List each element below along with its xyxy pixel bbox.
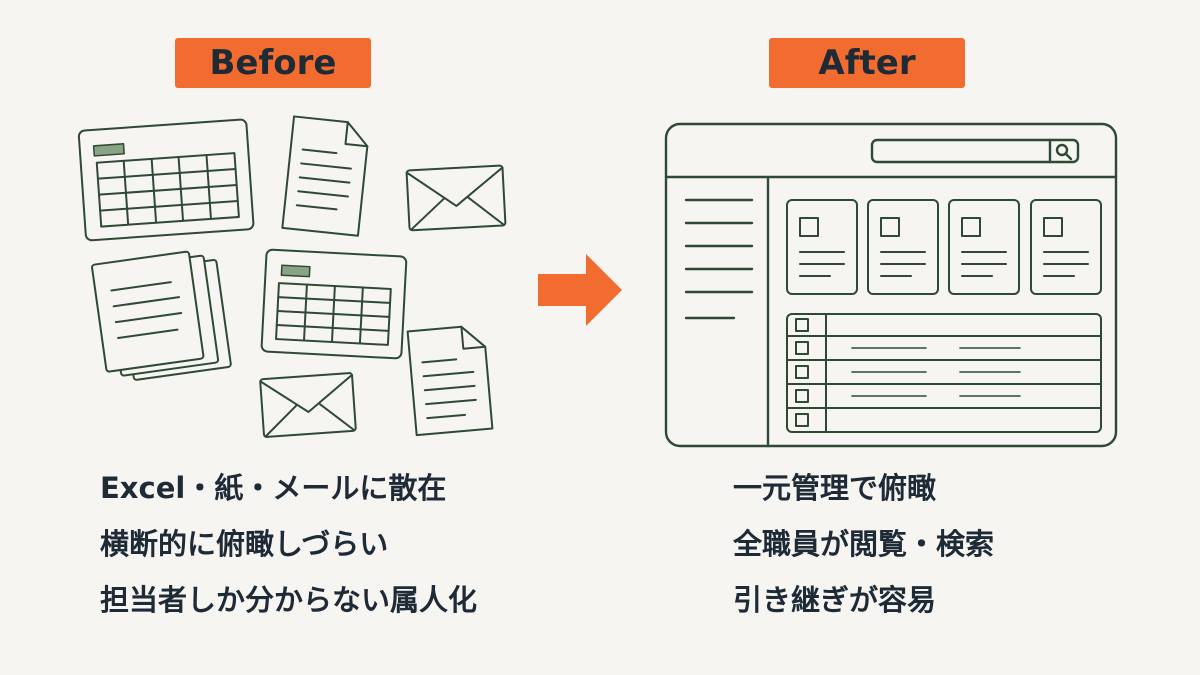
- arrow-right-icon: [538, 254, 622, 326]
- card: [786, 199, 858, 295]
- after-point: 一元管理で俯瞰: [733, 471, 937, 505]
- card: [1030, 199, 1102, 295]
- before-points: Excel・紙・メールに散在 横断的に俯瞰しづらい 担当者しか分からない属人化: [100, 460, 477, 628]
- checkbox-icon: [795, 365, 809, 379]
- spreadsheet-icon: [260, 248, 408, 360]
- card-grid: [786, 199, 1102, 295]
- app-window-illustration: [664, 122, 1118, 448]
- document-icon: [406, 325, 494, 437]
- after-point: 引き継ぎが容易: [733, 583, 937, 617]
- search-icon: [1055, 143, 1073, 161]
- before-badge: Before: [175, 38, 371, 88]
- after-point: 全職員が閲覧・検索: [733, 527, 995, 561]
- before-point: Excel・紙・メールに散在: [100, 471, 447, 505]
- before-point: 横断的に俯瞰しづらい: [100, 527, 389, 561]
- envelope-icon: [259, 372, 357, 438]
- search-box: [870, 138, 1080, 164]
- spreadsheet-icon: [77, 118, 255, 242]
- envelope-icon: [405, 164, 507, 232]
- checkbox-icon: [795, 318, 809, 332]
- checkbox-icon: [795, 341, 809, 355]
- document-stack-icon: [91, 250, 232, 381]
- card: [948, 199, 1020, 295]
- after-badge: After: [769, 38, 965, 88]
- before-point: 担当者しか分からない属人化: [100, 583, 478, 617]
- list-table: [786, 313, 1102, 433]
- document-icon: [281, 115, 369, 237]
- card: [867, 199, 939, 295]
- after-points: 一元管理で俯瞰 全職員が閲覧・検索 引き継ぎが容易: [733, 460, 994, 628]
- checkbox-icon: [795, 389, 809, 403]
- checkbox-icon: [795, 413, 809, 427]
